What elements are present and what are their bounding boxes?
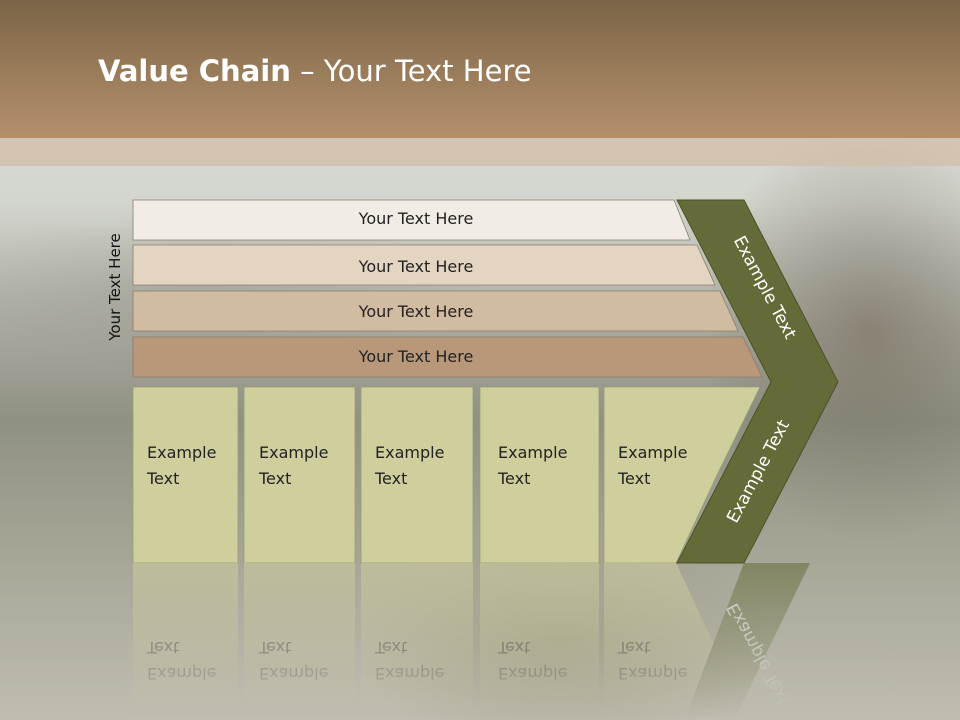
- reflection-flipped: Example Text Example Text Example Text E…: [133, 563, 810, 720]
- box-2-shape: [243, 386, 356, 564]
- reflection-box-3-line1: Example: [375, 664, 444, 683]
- header-bar: [0, 0, 960, 138]
- box-5-shape: [603, 386, 761, 564]
- reflection-box-3: [361, 563, 473, 720]
- row-4: Your Text Here: [132, 336, 763, 378]
- box-5: Example Text: [603, 386, 761, 564]
- box-4: Example Text: [479, 386, 600, 564]
- box-2-line1: Example: [259, 443, 328, 462]
- page-title: Value Chain – Your Text Here: [98, 54, 532, 88]
- row-1-label: Your Text Here: [358, 209, 474, 228]
- reflection-box-4-line1: Example: [498, 664, 567, 683]
- row-1: Your Text Here: [132, 199, 691, 241]
- reflection-box-5-line2: Text: [617, 638, 650, 657]
- row-3-shape: [132, 290, 739, 332]
- row-4-shape: [132, 336, 763, 378]
- row-3-label: Your Text Here: [358, 302, 474, 321]
- reflection-box-1-line2: Text: [146, 638, 179, 657]
- reflection-box-1: [133, 563, 238, 720]
- box-4-shape: [479, 386, 600, 564]
- reflection-box-2-line2: Text: [258, 638, 291, 657]
- box-5-line2: Text: [617, 469, 650, 488]
- header-band: [0, 138, 960, 166]
- box-1: Example Text: [132, 386, 239, 564]
- box-2: Example Text: [243, 386, 356, 564]
- reflection-box-5-line1: Example: [618, 664, 687, 683]
- reflection: Example Text Example Text Example Text E…: [133, 563, 810, 720]
- reflection-box-4: [480, 563, 599, 720]
- box-4-line2: Text: [497, 469, 530, 488]
- row-4-label: Your Text Here: [358, 347, 474, 366]
- row-2-shape: [132, 244, 716, 286]
- box-1-line1: Example: [147, 443, 216, 462]
- reflection-box-3-line2: Text: [374, 638, 407, 657]
- box-5-line1: Example: [618, 443, 687, 462]
- box-3: Example Text: [360, 386, 474, 564]
- box-3-shape: [360, 386, 474, 564]
- reflection-box-1-line1: Example: [147, 664, 216, 683]
- title-rest: – Your Text Here: [290, 54, 532, 88]
- reflection-box-2-line1: Example: [259, 664, 328, 683]
- box-3-line1: Example: [375, 443, 444, 462]
- row-2: Your Text Here: [132, 244, 716, 286]
- reflection-chevron: [684, 563, 810, 720]
- reflection-box-2: [244, 563, 355, 720]
- box-2-line2: Text: [258, 469, 291, 488]
- box-4-line1: Example: [498, 443, 567, 462]
- row-3: Your Text Here: [132, 290, 739, 332]
- row-1-shape: [132, 199, 691, 241]
- reflection-box-4-line2: Text: [497, 638, 530, 657]
- box-3-line2: Text: [374, 469, 407, 488]
- box-1-line2: Text: [146, 469, 179, 488]
- title-bold: Value Chain: [98, 54, 291, 88]
- row-2-label: Your Text Here: [358, 257, 474, 276]
- box-1-shape: [132, 386, 239, 564]
